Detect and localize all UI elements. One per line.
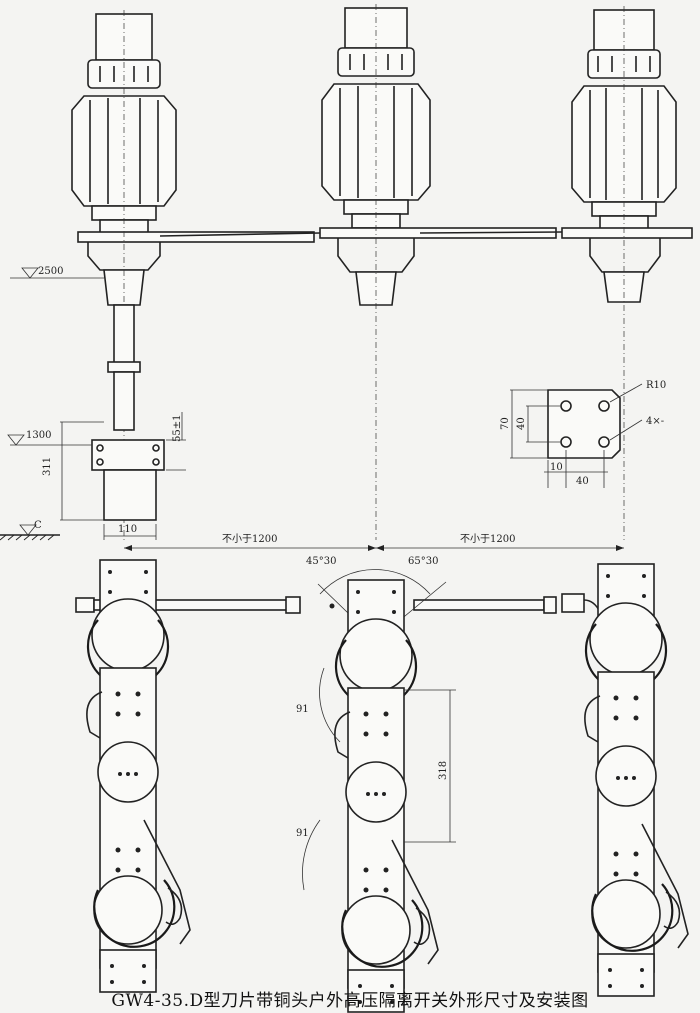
svg-text:1300: 1300 [26, 430, 51, 441]
level-markers: 2500 1300 C [0, 266, 104, 541]
operating-rod [75, 593, 601, 614]
svg-text:40: 40 [576, 476, 589, 487]
svg-text:110: 110 [118, 524, 137, 535]
plan-unit-left [85, 558, 192, 994]
svg-text:318: 318 [438, 761, 449, 780]
drawing-caption: GW4-35.D型刀片带铜头户外高压隔离开关外形尺寸及安装图 [111, 991, 589, 1011]
svg-text:2500: 2500 [38, 266, 63, 277]
svg-text:10: 10 [550, 462, 563, 473]
svg-text:65°30: 65°30 [408, 556, 438, 567]
svg-text:4×-: 4×- [646, 416, 664, 427]
plan-dimensions: 91 91 318 [296, 667, 456, 891]
svg-text:91: 91 [296, 828, 309, 839]
insulator-pole-middle [319, 4, 557, 540]
support-column [91, 304, 165, 521]
mounting-plate-detail: 70 40 10 40 R10 4×- [500, 380, 666, 488]
svg-text:40: 40 [516, 417, 527, 430]
insulator-pole-left [71, 10, 315, 540]
svg-text:R10: R10 [646, 380, 666, 391]
svg-text:70: 70 [500, 417, 511, 430]
insulator-pole-right [561, 6, 693, 540]
svg-text:不小于1200: 不小于1200 [460, 533, 515, 545]
plan-unit-right [583, 562, 690, 998]
svg-text:55±1: 55±1 [172, 415, 183, 442]
svg-text:91: 91 [296, 704, 309, 715]
svg-text:C: C [34, 520, 42, 531]
svg-text:不小于1200: 不小于1200 [222, 533, 277, 545]
plan-unit-middle [333, 578, 440, 1013]
svg-text:311: 311 [42, 457, 53, 476]
svg-text:45°30: 45°30 [306, 556, 336, 567]
support-dimensions: 311 55±1 110 [42, 412, 186, 540]
pole-spacing-dimension: 不小于1200 不小于1200 [124, 533, 624, 551]
